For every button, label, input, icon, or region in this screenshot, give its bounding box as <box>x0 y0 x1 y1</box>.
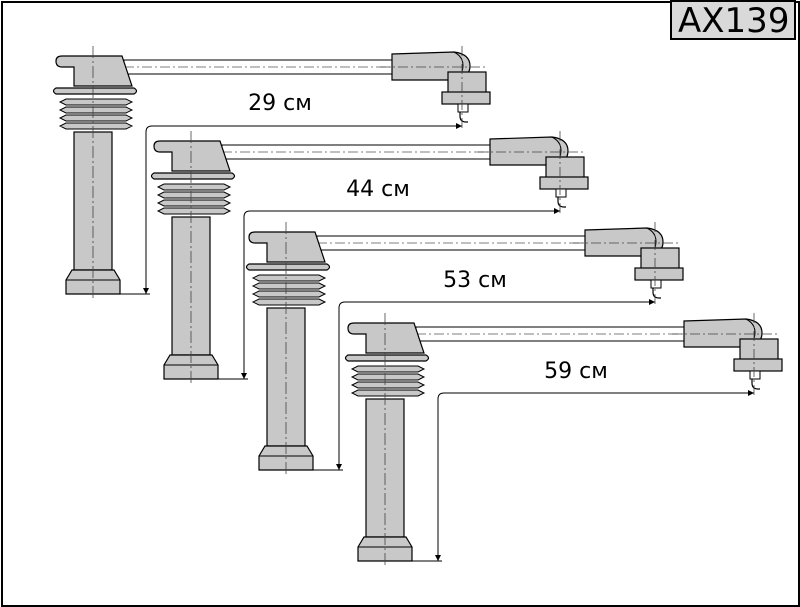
boot-flange <box>150 172 236 180</box>
boot-flange <box>245 263 331 271</box>
wire-assembly-2 <box>150 131 589 385</box>
boot-rib <box>350 365 426 373</box>
coil-terminal-clip <box>751 371 760 390</box>
dimension-arrow-down <box>336 464 342 470</box>
coil-terminal <box>749 370 761 380</box>
coil-terminal <box>555 188 567 198</box>
boot-cap <box>153 140 231 172</box>
boot-flange <box>52 87 138 95</box>
dimension-arrow-down <box>241 373 247 379</box>
boot-flange <box>344 354 430 362</box>
coil-terminal-clip <box>459 104 468 123</box>
boot-cap <box>248 231 326 263</box>
coil-terminal-clip <box>652 280 661 299</box>
boot-rib <box>251 298 327 306</box>
boot-rib <box>350 381 426 389</box>
coil-connector-body <box>739 338 779 362</box>
boot-rib <box>58 106 134 114</box>
wire-assembly-4 <box>344 313 783 567</box>
wire-length-label: 29 см <box>248 91 312 116</box>
part-code-label: AX139 <box>670 0 796 40</box>
coil-connector-base <box>634 267 684 281</box>
boot-rib <box>350 389 426 397</box>
length-dimension-line <box>145 125 462 294</box>
boot-rib <box>350 373 426 381</box>
boot-rib <box>156 191 232 199</box>
wire-length-label: 53 см <box>443 268 507 293</box>
wire-assembly-1 <box>52 46 491 300</box>
coil-connector-base <box>441 91 491 105</box>
boot-rib <box>251 274 327 282</box>
boot-rib <box>251 282 327 290</box>
coil-connector-base <box>733 358 783 372</box>
boot-rib <box>156 207 232 215</box>
dimension-arrow-right <box>649 299 655 305</box>
dimension-arrow-down <box>143 288 149 294</box>
dimension-arrow-down <box>435 555 441 561</box>
dimension-arrow-right <box>456 123 462 129</box>
coil-terminal <box>650 279 662 289</box>
coil-terminal <box>457 103 469 113</box>
boot-rib <box>58 114 134 122</box>
length-dimension-line <box>243 210 560 379</box>
boot-rib <box>156 199 232 207</box>
dimension-arrow-right <box>748 390 754 396</box>
coil-connector-body <box>545 156 585 180</box>
wire-length-label: 59 см <box>544 359 608 384</box>
boot-rib <box>58 122 134 130</box>
boot-cap <box>55 55 133 87</box>
wire-assembly-3 <box>245 222 684 476</box>
coil-connector-base <box>539 176 589 190</box>
boot-rib <box>156 183 232 191</box>
boot-rib <box>251 290 327 298</box>
boot-cap <box>347 322 425 354</box>
coil-connector-body <box>447 71 487 95</box>
wire-length-label: 44 см <box>346 177 410 202</box>
dimension-arrow-right <box>554 208 560 214</box>
boot-rib <box>58 98 134 106</box>
part-code-text: AX139 <box>678 1 790 41</box>
coil-terminal-clip <box>557 189 566 208</box>
coil-connector-body <box>640 247 680 271</box>
length-dimension-line <box>437 392 754 561</box>
length-dimension-line <box>338 301 655 470</box>
